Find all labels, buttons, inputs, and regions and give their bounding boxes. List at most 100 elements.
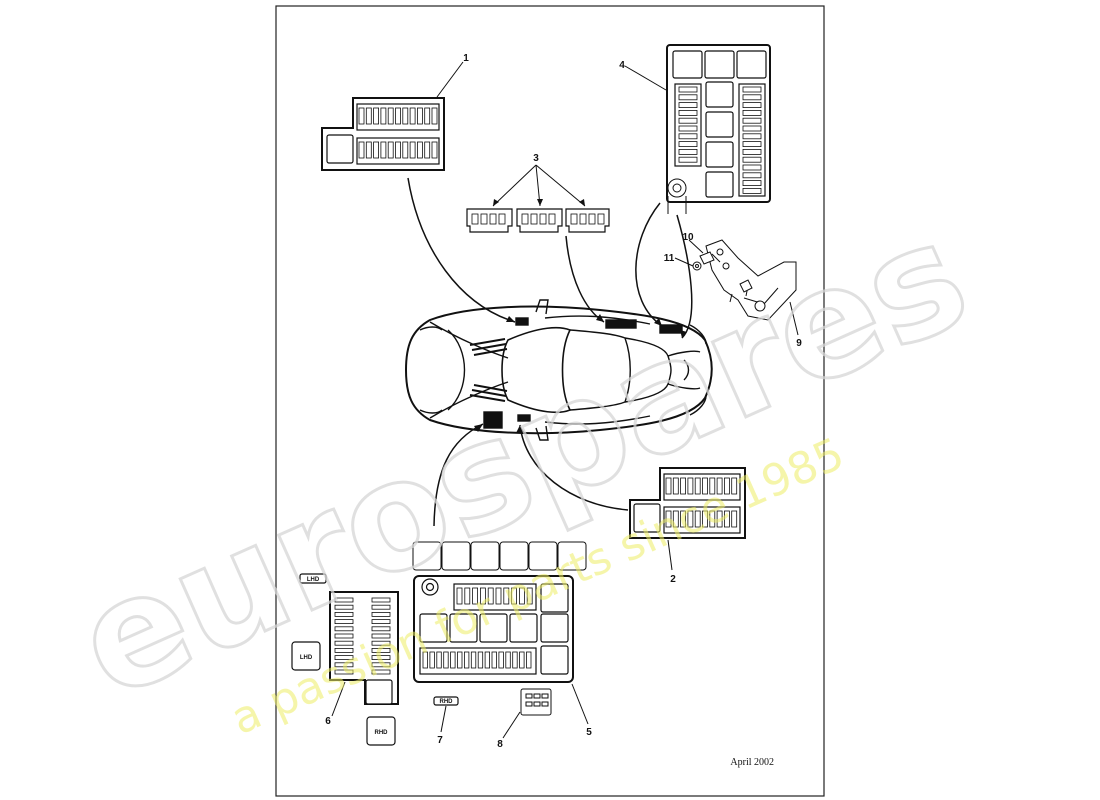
fuse-slot — [365, 141, 372, 159]
fuse-slot — [742, 133, 762, 140]
fuse-slot — [742, 187, 762, 194]
fuse-slot — [678, 117, 698, 124]
fuse-slot — [472, 587, 479, 605]
fuse-slot — [678, 110, 698, 116]
fuse-box-2 — [629, 467, 746, 539]
fuse-slot — [371, 662, 391, 668]
fuse-slot — [371, 640, 391, 646]
fuse-slot — [742, 148, 762, 155]
callout-8: 8 — [497, 739, 503, 750]
revision-date: April 2002 — [730, 757, 774, 768]
fuse-slot — [503, 587, 510, 605]
fuse-slot — [519, 587, 525, 605]
fuse-slot — [498, 213, 506, 225]
fuse-slot — [530, 213, 538, 225]
fuse-slot — [678, 94, 698, 101]
callout-9: 9 — [796, 338, 802, 349]
cover-row — [412, 541, 587, 571]
callout-5: 5 — [586, 727, 592, 738]
fuse-slot — [334, 612, 354, 617]
fuse-slot — [371, 604, 391, 610]
fuse-slot — [678, 125, 698, 132]
fuse-slot — [409, 141, 416, 159]
fuse-slot — [548, 213, 556, 225]
fuse-slot — [402, 107, 409, 125]
connector-4 — [667, 178, 687, 214]
fuse-slot — [395, 141, 401, 159]
fuse-slot — [709, 477, 716, 495]
fuse-slot — [511, 587, 518, 605]
fuse-slot — [443, 651, 449, 669]
fuse-slot — [498, 651, 504, 669]
fuse-slot — [334, 655, 354, 660]
fuse-slot — [665, 477, 672, 495]
callout-11: 11 — [664, 253, 675, 264]
fuse-box-4 — [666, 44, 771, 203]
fuse-slot — [365, 107, 372, 125]
leader-1 — [436, 61, 464, 98]
fuse-slot — [416, 107, 423, 125]
fuse-slot — [424, 107, 431, 125]
fuse-slot — [512, 651, 518, 669]
svg-text:LHD: LHD — [300, 655, 313, 661]
fuse-slot — [471, 213, 479, 225]
fuse-slot — [373, 141, 380, 159]
fuse-slot — [678, 86, 698, 93]
fuse-slot — [358, 141, 365, 159]
fuse-slot — [539, 213, 547, 225]
fuse-slot — [680, 510, 686, 528]
callout-1: 1 — [463, 53, 469, 64]
fuse-slot — [477, 651, 484, 669]
fuse-slot — [495, 587, 502, 605]
svg-text:RHD: RHD — [440, 699, 454, 705]
fuse-slot — [742, 141, 762, 148]
fuse-slot — [742, 164, 762, 171]
leader-4 — [624, 65, 667, 91]
fuse-slot — [429, 651, 435, 669]
fuse-slot — [380, 107, 387, 125]
fuse-slot — [484, 651, 491, 669]
tag-rhd-small-7: RHD — [433, 696, 459, 706]
fuse-slot — [422, 651, 428, 669]
fuse-slot — [409, 107, 416, 125]
fuse-slot — [334, 619, 354, 624]
callout-6: 6 — [325, 716, 331, 727]
fuse-slot — [480, 213, 488, 225]
fuse-slot — [702, 510, 708, 528]
fuse-slot — [519, 651, 525, 669]
fuse-slot — [371, 626, 391, 632]
fuse-slot — [431, 107, 438, 125]
leader-6 — [331, 681, 346, 717]
fuse-slot — [373, 107, 380, 125]
fuse-slot — [678, 141, 698, 148]
fuse-box-5 — [413, 575, 574, 683]
fuse-slot — [380, 141, 387, 159]
fuse-slot — [526, 587, 533, 605]
fuse-slot — [395, 107, 401, 125]
fuse-slot — [371, 669, 391, 675]
fuse-slot — [450, 651, 456, 669]
fuse-slot — [742, 156, 762, 163]
svg-text:LHD: LHD — [307, 577, 320, 583]
fuse-slot — [334, 662, 354, 668]
fuse-slot — [694, 477, 701, 495]
callout-3: 3 — [533, 153, 539, 164]
fuse-slot — [457, 651, 463, 669]
fuse-slot — [678, 148, 698, 155]
fuse-slot — [371, 597, 391, 603]
fuse-slot — [678, 156, 698, 163]
fuse-slot — [716, 477, 723, 495]
fuse-slot — [742, 86, 762, 93]
fuse-slot — [479, 587, 486, 605]
fuse-slot — [694, 510, 701, 528]
tag-lhd-box: LHD — [291, 641, 321, 671]
fuse-slot — [588, 213, 596, 225]
fuse-slot — [491, 651, 497, 669]
fuse-slot — [521, 213, 529, 225]
relay-8 — [520, 688, 552, 716]
fuse-slot — [702, 477, 708, 495]
fuse-slot — [505, 651, 511, 669]
car-top-view — [404, 299, 713, 441]
callout-4: 4 — [619, 60, 625, 71]
fuse-slot — [456, 587, 463, 605]
